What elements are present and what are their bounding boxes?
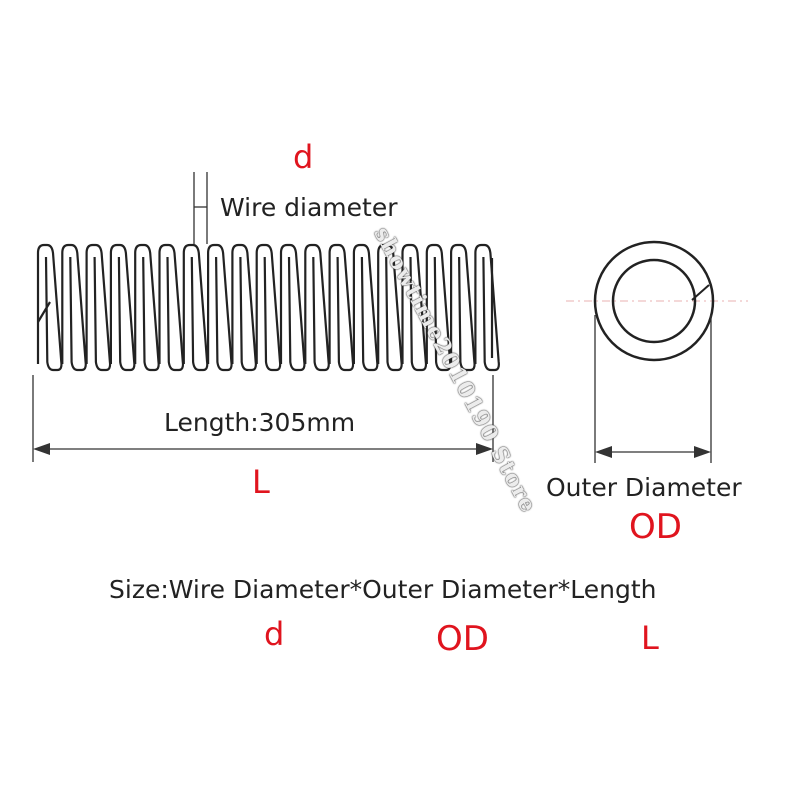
spring-coil [255,243,282,372]
spring-coil [85,243,112,372]
length-symbol: L [252,463,270,501]
wire-diameter-symbol: d [293,138,314,176]
spring-coil [182,243,209,372]
spring-coil [61,243,87,372]
spring-coil [425,243,452,372]
spring-coil [328,243,355,372]
spring-coil [207,243,233,372]
spring-coil [474,243,500,372]
spring-coil [134,243,160,372]
spring-end-left [37,301,51,323]
formula-l-symbol: L [641,619,659,657]
spring-coil [158,243,185,372]
spring-coil [401,243,428,372]
spring-coil [231,243,257,372]
wire-diameter-label: Wire diameter [220,193,398,222]
outer-diameter-label: Outer Diameter [546,473,742,502]
spring-coils [36,243,500,372]
length-dimension [32,375,494,462]
ring-end-view [566,240,748,463]
formula-d-symbol: d [264,615,285,653]
spring-coil [279,243,306,372]
outer-diameter-symbol: OD [629,507,682,547]
spring-coil [450,243,476,372]
spring-coil [304,243,330,372]
size-formula: Size:Wire Diameter*Outer Diameter*Length [109,575,657,604]
length-label: Length:305mm [164,408,356,437]
spring-coil [352,243,379,372]
formula-od-symbol: OD [436,619,489,659]
wire-diameter-indicator [193,172,208,244]
spring-coil [377,243,403,372]
spring-coil [36,243,63,372]
spring-coil [109,243,136,372]
